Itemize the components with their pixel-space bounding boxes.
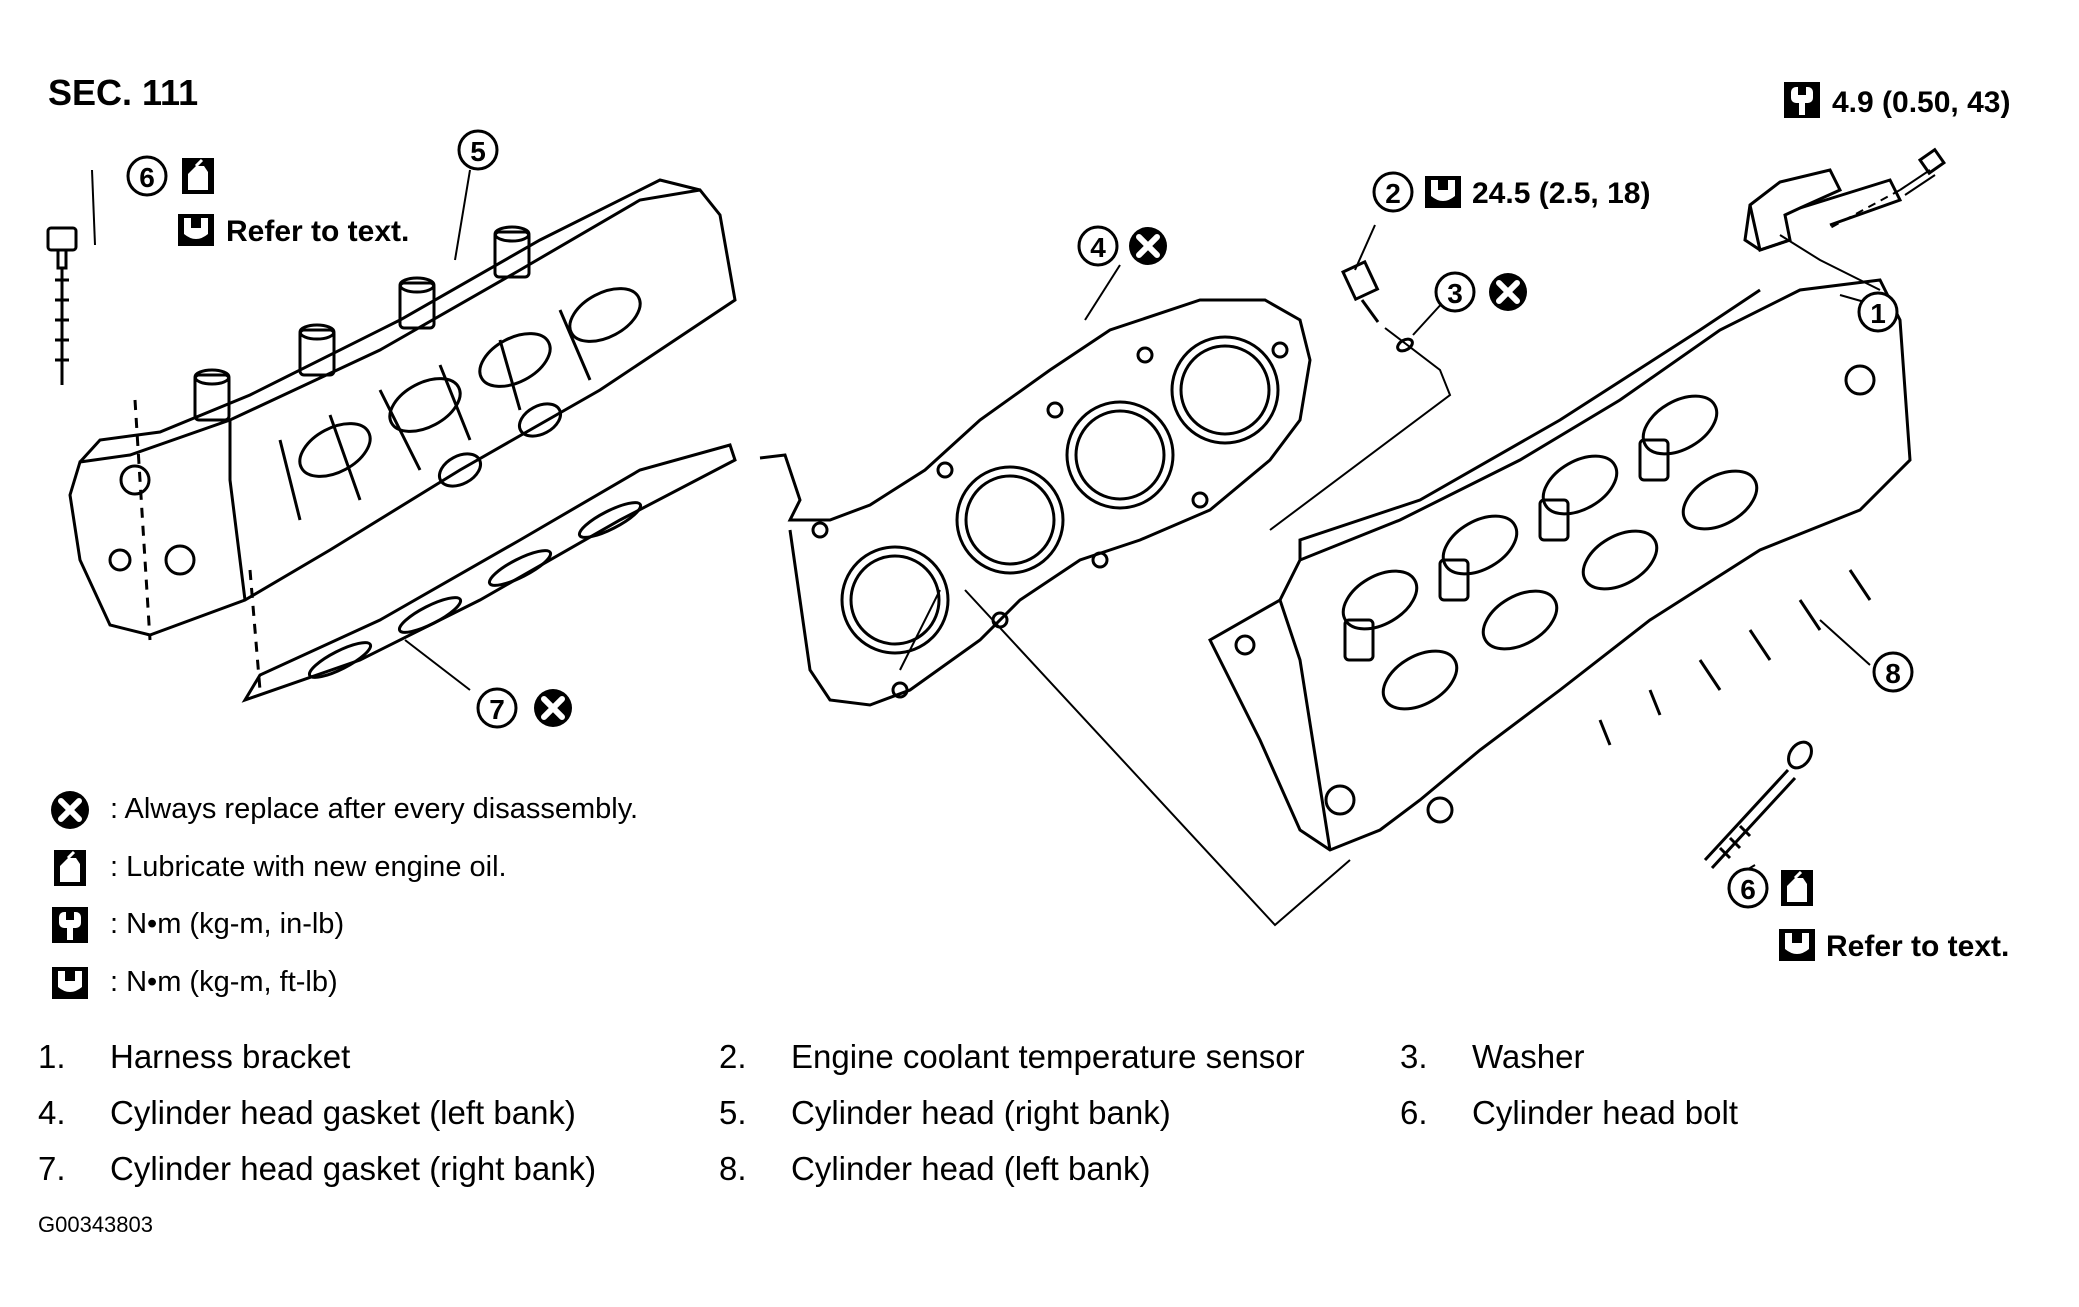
section-title: SEC. 111 xyxy=(48,72,199,113)
callout-4: 4 xyxy=(1077,225,1119,267)
svg-text:6: 6 xyxy=(139,162,155,193)
cylinder-head-right-bank xyxy=(68,178,737,637)
svg-text:6: 6 xyxy=(1740,874,1756,905)
legend-replace: : Always replace after every disassembly… xyxy=(110,793,639,825)
callout-1: 1 xyxy=(1857,291,1899,333)
replace-x-icon xyxy=(1129,227,1167,265)
legend-torque-ftlb-icon xyxy=(52,967,88,999)
harness-bracket xyxy=(1743,147,1947,291)
legend-torque-inlb-icon xyxy=(52,907,88,943)
torque-wrench-ftlb-icon xyxy=(178,214,214,246)
callout-3: 3 xyxy=(1434,271,1476,313)
svg-text:3: 3 xyxy=(1447,278,1463,309)
cylinder-head-left-bank xyxy=(1208,278,1912,852)
part-item: 3.Washer xyxy=(1400,1038,1585,1075)
legend-replace-icon xyxy=(51,791,89,829)
part-item: 7.Cylinder head gasket (right bank) xyxy=(38,1150,597,1187)
oil-can-icon xyxy=(180,156,216,196)
callout-5: 5 xyxy=(457,129,499,171)
legend-oil-can-icon xyxy=(52,848,88,888)
torque-sensor: 24.5 (2.5, 18) xyxy=(1472,177,1650,210)
part-item: 4.Cylinder head gasket (left bank) xyxy=(38,1094,576,1131)
cylinder-head-bolt-top xyxy=(46,226,152,641)
refer-text-bottom: Refer to text. xyxy=(1826,930,2009,963)
part-item: 2.Engine coolant temperature sensor xyxy=(719,1038,1305,1075)
legend-torque-ftlb: : N•m (kg-m, ft-lb) xyxy=(110,966,338,998)
callout-2: 2 xyxy=(1372,171,1414,213)
cylinder-head-bolt-bottom xyxy=(1703,740,1813,870)
svg-text:7: 7 xyxy=(489,694,505,725)
document-id: G00343803 xyxy=(38,1212,153,1237)
callout-6-top: 6 xyxy=(126,155,168,197)
callout-6-bottom: 6 xyxy=(1727,867,1769,909)
part-item: 5.Cylinder head (right bank) xyxy=(719,1094,1171,1131)
svg-text:8: 8 xyxy=(1885,658,1901,689)
svg-text:2: 2 xyxy=(1385,178,1401,209)
part-item: 6.Cylinder head bolt xyxy=(1400,1094,1738,1131)
replace-x-icon xyxy=(534,689,572,727)
torque-wrench-ftlb-icon xyxy=(1425,176,1461,208)
coolant-sensor xyxy=(1269,224,1452,531)
svg-text:1: 1 xyxy=(1870,298,1886,329)
callout-7: 7 xyxy=(476,687,518,729)
replace-x-icon xyxy=(1489,273,1527,311)
svg-text:4: 4 xyxy=(1090,232,1106,263)
callout-8: 8 xyxy=(1872,651,1914,693)
oil-can-icon xyxy=(1779,868,1815,908)
cylinder-head-gasket-left-bank xyxy=(759,298,1351,927)
legend-lubricate: : Lubricate with new engine oil. xyxy=(110,851,507,883)
legend-torque-inlb: : N•m (kg-m, in-lb) xyxy=(110,908,345,940)
refer-text-top: Refer to text. xyxy=(226,215,409,248)
part-item: 8.Cylinder head (left bank) xyxy=(719,1150,1151,1187)
svg-text:5: 5 xyxy=(470,136,486,167)
torque-wrench-inlb-icon xyxy=(1784,82,1820,118)
washer xyxy=(1396,299,1446,353)
torque-bracket-bolt: 4.9 (0.50, 43) xyxy=(1832,86,2010,119)
cylinder-head-gasket-right-bank xyxy=(241,443,737,703)
part-item: 1.Harness bracket xyxy=(38,1038,351,1075)
torque-wrench-ftlb-icon xyxy=(1779,929,1815,961)
